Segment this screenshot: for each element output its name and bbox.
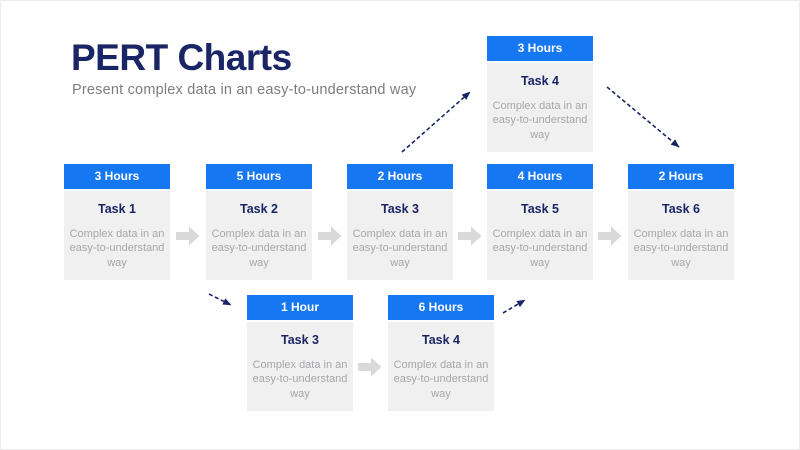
task-card-body: Task 4 Complex data in an easy-to-unders… — [388, 321, 494, 411]
duration-badge: 2 Hours — [347, 164, 453, 189]
task-card-main-task6: 2 Hours Task 6 Complex data in an easy-t… — [628, 164, 734, 280]
duration-badge: 4 Hours — [487, 164, 593, 189]
flow-arrow-icon — [358, 357, 382, 377]
task-description: Complex data in an easy-to-understand wa… — [352, 227, 448, 269]
task-card-body: Task 4 Complex data in an easy-to-unders… — [487, 62, 593, 152]
task-card-body: Task 3 Complex data in an easy-to-unders… — [247, 321, 353, 411]
task-card-body: Task 2 Complex data in an easy-to-unders… — [206, 190, 312, 280]
duration-badge: 1 Hour — [247, 295, 353, 320]
page-subtitle: Present complex data in an easy-to-under… — [72, 82, 417, 98]
task-card-body: Task 6 Complex data in an easy-to-unders… — [628, 190, 734, 280]
duration-badge: 3 Hours — [487, 36, 593, 61]
task-title: Task 5 — [521, 201, 559, 216]
task-card-body: Task 3 Complex data in an easy-to-unders… — [347, 190, 453, 280]
task-card-bottom-task3: 1 Hour Task 3 Complex data in an easy-to… — [247, 295, 353, 411]
duration-badge: 2 Hours — [628, 164, 734, 189]
duration-badge: 5 Hours — [206, 164, 312, 189]
page-title: PERT Charts — [71, 37, 292, 78]
task-card-main-task3: 2 Hours Task 3 Complex data in an easy-t… — [347, 164, 453, 280]
task-card-body: Task 1 Complex data in an easy-to-unders… — [64, 190, 170, 280]
task-title: Task 2 — [240, 201, 278, 216]
task-card-top-task4: 3 Hours Task 4 Complex data in an easy-t… — [487, 36, 593, 152]
task-title: Task 6 — [662, 201, 700, 216]
flow-arrow-icon — [598, 226, 622, 246]
task-title: Task 4 — [521, 73, 559, 88]
task-description: Complex data in an easy-to-understand wa… — [69, 227, 165, 269]
dashed-arrow-bottom-task4-to-task5 — [502, 299, 526, 314]
task-description: Complex data in an easy-to-understand wa… — [393, 358, 489, 400]
task-card-main-task2: 5 Hours Task 2 Complex data in an easy-t… — [206, 164, 312, 280]
task-card-main-task1: 3 Hours Task 1 Complex data in an easy-t… — [64, 164, 170, 280]
task-description: Complex data in an easy-to-understand wa… — [633, 227, 729, 269]
task-card-bottom-task4: 6 Hours Task 4 Complex data in an easy-t… — [388, 295, 494, 411]
task-description: Complex data in an easy-to-understand wa… — [211, 227, 307, 269]
duration-badge: 6 Hours — [388, 295, 494, 320]
task-card-main-task5: 4 Hours Task 5 Complex data in an easy-t… — [487, 164, 593, 280]
duration-badge: 3 Hours — [64, 164, 170, 189]
dashed-arrow-task2-to-bottom-task3 — [208, 293, 232, 306]
task-description: Complex data in an easy-to-understand wa… — [492, 227, 588, 269]
task-description: Complex data in an easy-to-understand wa… — [492, 99, 588, 141]
flow-arrow-icon — [458, 226, 482, 246]
task-title: Task 4 — [422, 332, 460, 347]
task-card-body: Task 5 Complex data in an easy-to-unders… — [487, 190, 593, 280]
dashed-arrow-top-task4-to-task6 — [606, 86, 680, 148]
flow-arrow-icon — [176, 226, 200, 246]
dashed-arrow-task3-to-top-task4 — [401, 91, 471, 153]
task-title: Task 3 — [281, 332, 319, 347]
task-description: Complex data in an easy-to-understand wa… — [252, 358, 348, 400]
flow-arrow-icon — [318, 226, 342, 246]
task-title: Task 3 — [381, 201, 419, 216]
task-title: Task 1 — [98, 201, 136, 216]
